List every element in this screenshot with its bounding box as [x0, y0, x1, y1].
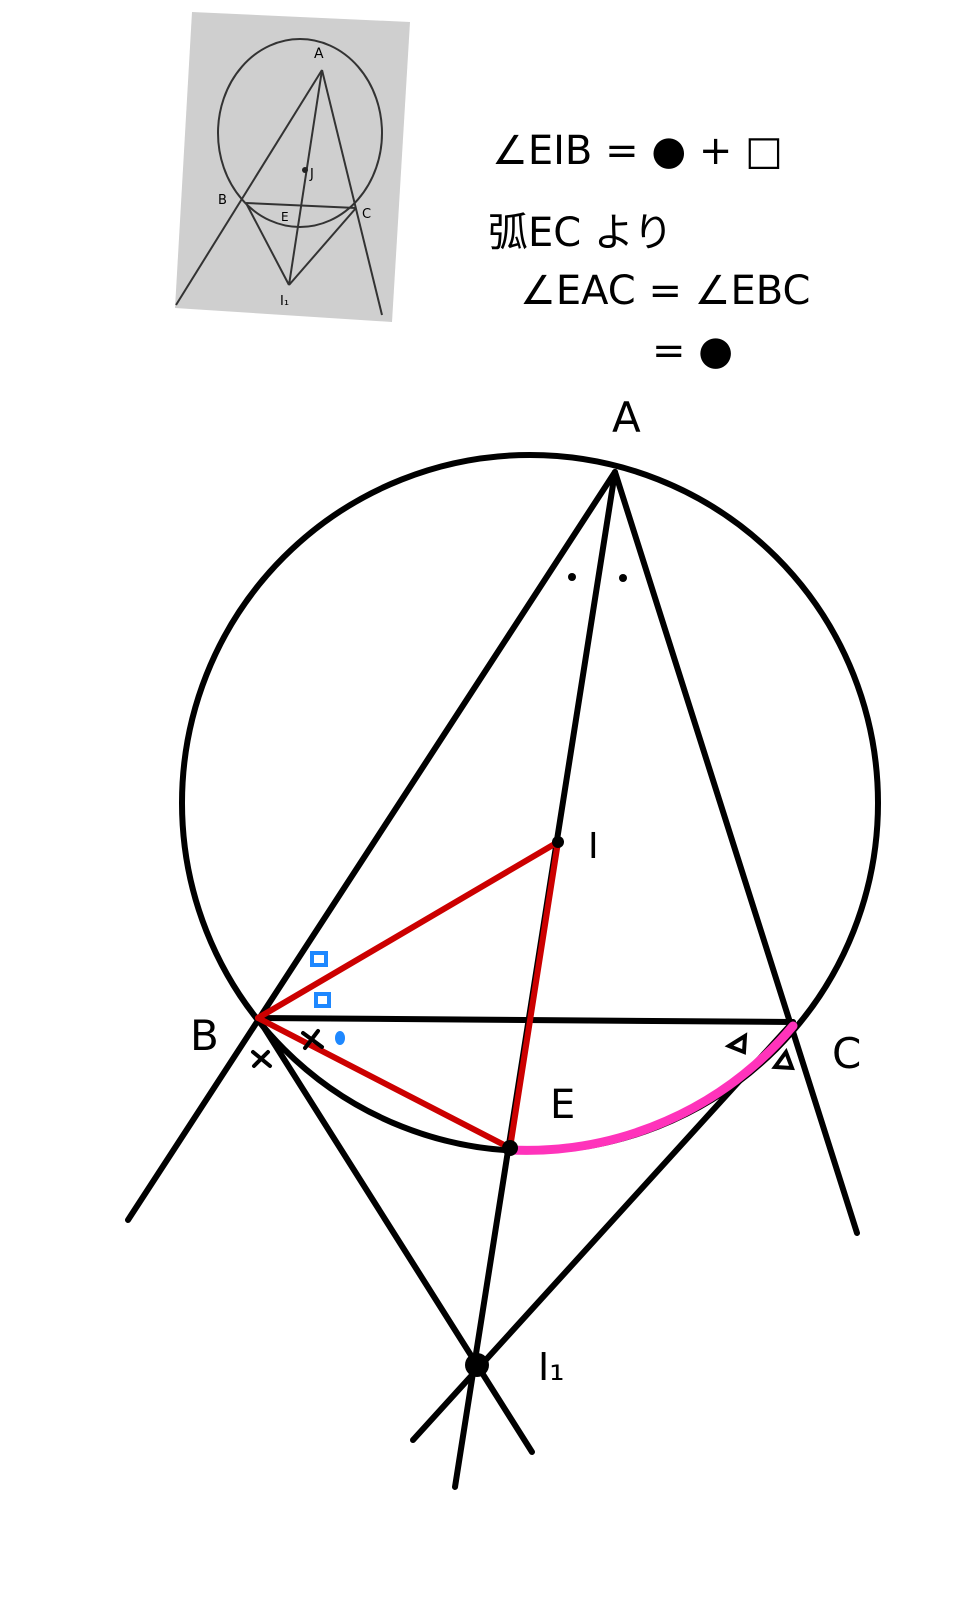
point-i: [552, 836, 564, 848]
note-angle-eib: ∠EIB = ● + □: [492, 128, 783, 174]
photo-label-c: C: [362, 207, 371, 222]
angle-dot-mark: [568, 573, 576, 581]
main-diagram: [125, 452, 881, 1490]
arc-ec: [505, 1021, 798, 1155]
label-e: E: [550, 1082, 575, 1128]
line-ac-extended: [612, 469, 860, 1236]
line-b-i1: [255, 1015, 535, 1455]
label-i1: I₁: [538, 1345, 564, 1389]
angle-square-mark: [310, 951, 328, 967]
point-e: [502, 1140, 518, 1156]
label-c: C: [832, 1029, 861, 1078]
angle-dot-mark: [619, 574, 627, 582]
angle-blue-dot-mark: [335, 1031, 345, 1045]
label-i: I: [588, 826, 599, 867]
angle-triangle-mark: [771, 1047, 795, 1071]
angle-triangle-mark: [724, 1032, 748, 1055]
note-arc-ec: 弧EC より: [488, 210, 674, 256]
angle-cross-mark: [251, 1050, 272, 1068]
photo-label-e: E: [281, 210, 289, 224]
angle-cross-mark: [301, 1029, 324, 1050]
label-a: A: [612, 393, 641, 442]
point-i1: [465, 1353, 489, 1377]
note-angle-eac-ebc: ∠EAC = ∠EBC: [520, 268, 811, 314]
photo-label-a: A: [314, 46, 324, 62]
angle-square-mark: [314, 992, 331, 1008]
segment-bc: [255, 1015, 796, 1025]
photo-label-i1: I₁: [280, 294, 289, 309]
note-equals-dot: = ●: [652, 328, 734, 374]
line-ab-extended: [125, 469, 618, 1223]
photo-label-b: B: [218, 193, 227, 208]
red-triangle-bie: [255, 839, 561, 1151]
label-b: B: [190, 1011, 219, 1060]
photo-label-j: J: [309, 167, 314, 182]
reference-photo: A J B C E I₁: [175, 12, 410, 322]
